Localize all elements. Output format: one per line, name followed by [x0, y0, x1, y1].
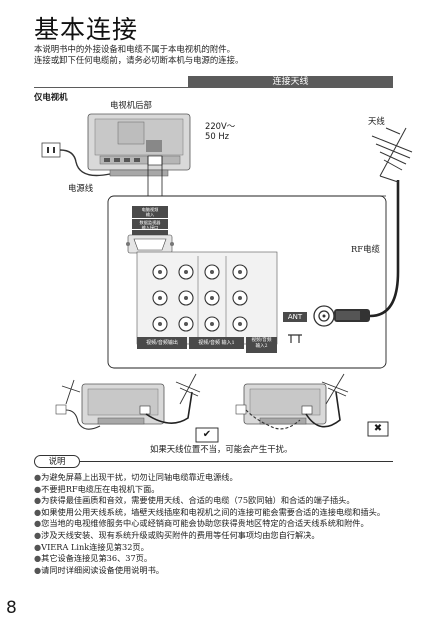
interference-caption: 如果天线位置不当，可能会产生干扰。 [150, 444, 293, 454]
bullet-icon: ● [34, 564, 42, 575]
panel-video-in-label: 电脑视频 输入 [141, 207, 159, 217]
section-heading: 连接天线 [188, 76, 393, 88]
power-cord [59, 149, 111, 177]
list-item: ●请同时详细阅读设备使用说明书。 [34, 564, 164, 575]
bullet-icon: ● [34, 483, 42, 494]
list-item: ●如果使用公用天线系统，墙壁天线插座和电视机之间的连接可能会需要合适的连接电缆和… [34, 506, 386, 517]
section-divider [34, 87, 393, 88]
panel-av-in1-label: 视频/音频 输入1 [198, 340, 235, 346]
bullet-icon: ● [34, 472, 42, 482]
intro-line-2: 连接或卸下任何电缆前，请务必切断本机与电源的连接。 [34, 55, 244, 65]
rf-cable [369, 180, 400, 318]
list-item: ●不要把RF电缆压在电视机下面。 [34, 483, 160, 494]
list-item: ●涉及天线安装、现有系统升级或购买附件的费用等任何事项均由您自行解决。 [34, 529, 320, 540]
list-item: ●其它设备连接见第36、37页。 [34, 553, 153, 564]
notes-divider [80, 461, 393, 462]
notes-tag: 说明 [34, 455, 80, 468]
list-item: ●VIERA Link连接见第32页。 [34, 541, 149, 552]
power-spec-frequency: 50 Hz [205, 131, 230, 141]
intro-text: 本说明书中的外接设备和电缆不属于本电视机的附件。 连接或卸下任何电缆前，请务必切… [34, 44, 243, 66]
panel-pc-in-label: 数据监视器 输入接口 [139, 220, 161, 230]
section-title: 连接天线 [272, 77, 309, 87]
connection-diagram [41, 113, 413, 443]
bullet-icon: ● [34, 506, 42, 517]
tv-only-label: 仅电视机 [34, 92, 68, 102]
callout-leader-right [161, 156, 386, 197]
list-item: ●为获得最佳画质和音效，需要使用天线、合适的电缆（75欧同轴）和合适的端子插头。 [34, 495, 355, 506]
bullet-icon: ● [34, 553, 42, 564]
antenna-label: 天线 [368, 116, 385, 126]
correct-check-icon: ✔ [202, 429, 212, 440]
bullet-icon: ● [34, 541, 42, 552]
ant-port-label: ANT [287, 313, 303, 321]
panel-av-out-label: 视频/音频输出 [146, 340, 178, 346]
notes-list: ●为避免屏幕上出现干扰，切勿让同轴电缆靠近电源线。 ●不要把RF电缆压在电视机下… [34, 472, 394, 576]
page-number: 8 [6, 598, 17, 618]
tv-rear-illustration [87, 113, 191, 177]
power-spec-voltage: 220V～ [205, 121, 236, 131]
bullet-icon: ● [34, 529, 42, 540]
incorrect-placement-example [235, 373, 389, 437]
bullet-icon: ● [34, 495, 42, 506]
connector-panel-zoom [107, 195, 387, 369]
power-cord-label: 电源线 [68, 183, 94, 193]
tv-rear-label: 电视机后部 [110, 100, 152, 110]
antenna-illustration [371, 127, 413, 183]
bullet-icon: ● [34, 518, 42, 529]
panel-av-in2-label: 视频/音频 输入2 [251, 338, 272, 349]
rf-cable-label: RF电缆 [351, 244, 380, 254]
rf-cable-plug [334, 309, 370, 322]
wall-outlet-icon [41, 142, 61, 158]
correct-placement-example [55, 373, 219, 443]
list-item: ●您当地的电视维修服务中心或经销商可能会协助您获得贵地区特定的合适天线系统和附件… [34, 518, 369, 529]
incorrect-cross-icon: ✖ [373, 423, 383, 434]
page-title: 基本连接 [34, 15, 139, 44]
list-item: ●为避免屏幕上出现干扰，切勿让同轴电缆靠近电源线。 [34, 472, 238, 482]
intro-line-1: 本说明书中的外接设备和电缆不属于本电视机的附件。 [34, 44, 235, 54]
